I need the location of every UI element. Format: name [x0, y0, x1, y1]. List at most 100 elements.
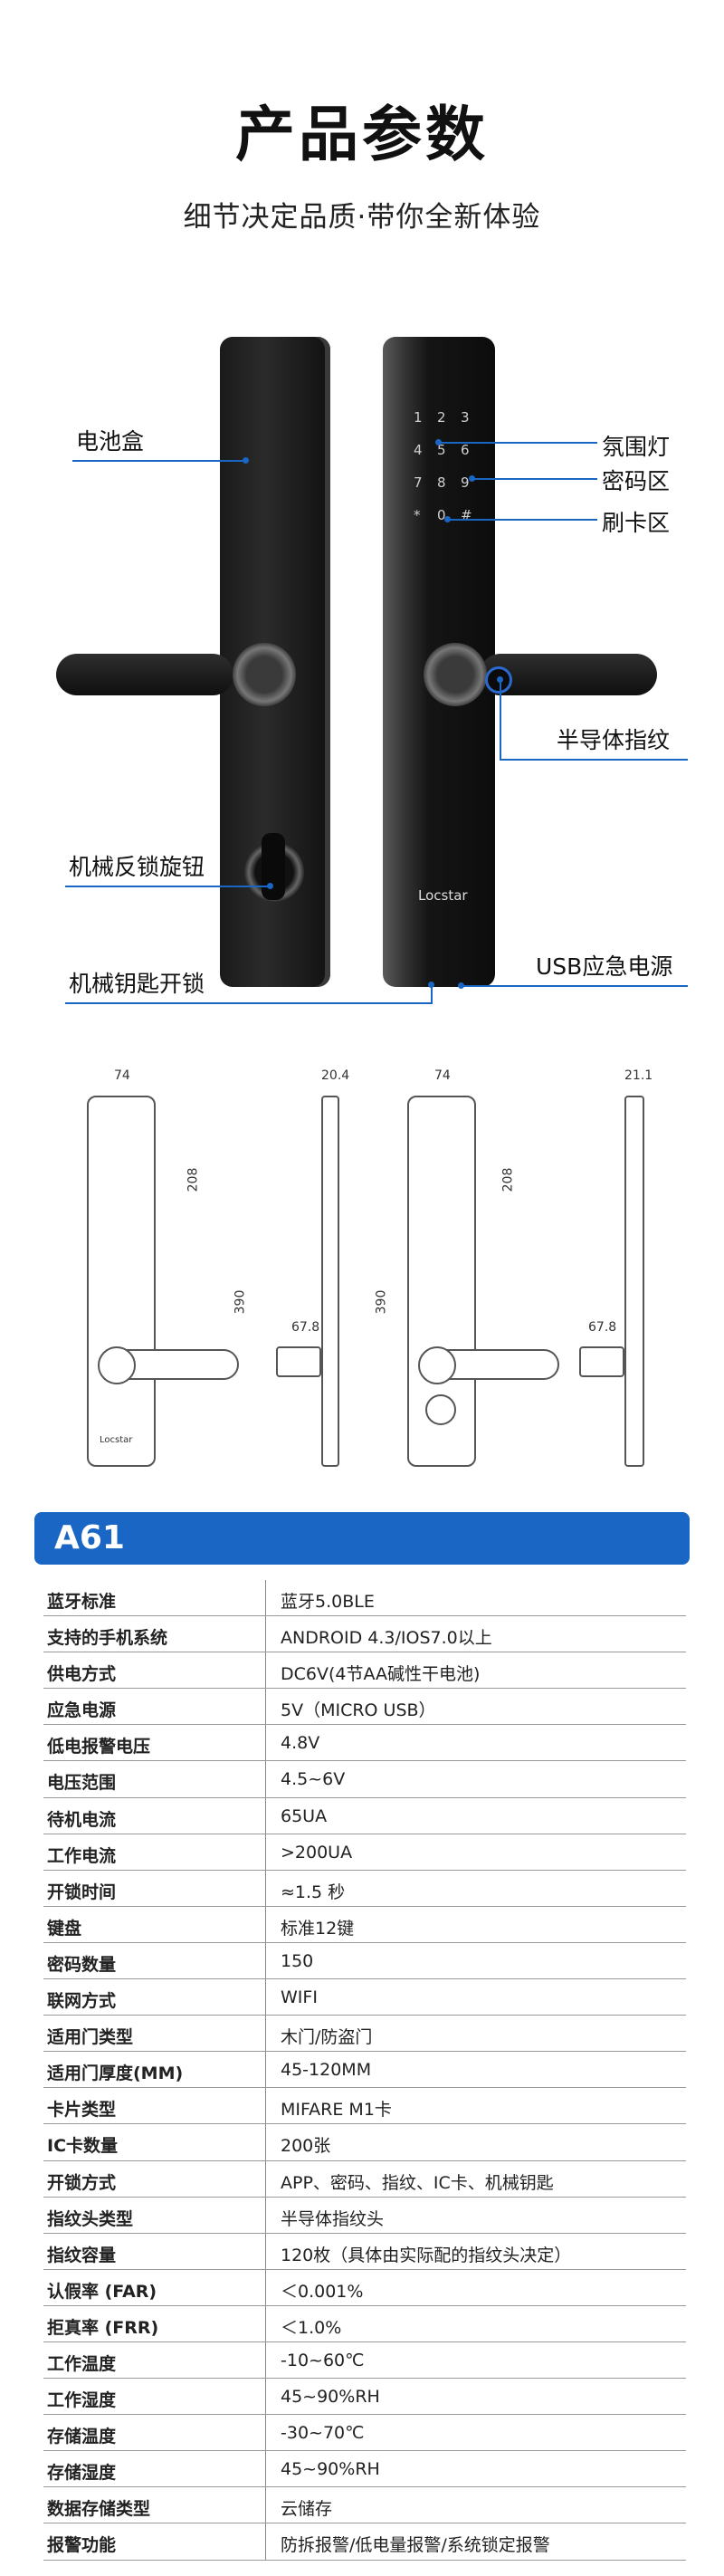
spec-key: 认假率 (FAR)	[47, 2281, 157, 2302]
callout-line	[472, 478, 597, 480]
keypad-key: 6	[461, 442, 470, 458]
spec-key: 拒真率 (FRR)	[47, 2317, 159, 2338]
dim-width-right: 74	[434, 1068, 451, 1083]
spec-value: ANDROID 4.3/IOS7.0以上	[281, 1628, 492, 1649]
spec-divider	[265, 2160, 266, 2197]
spec-key: 数据存储类型	[47, 2499, 151, 2520]
spec-value: >200UA	[281, 1842, 353, 1863]
spec-divider	[265, 1870, 266, 1906]
callout-dot	[458, 982, 464, 989]
model-name: A61	[54, 1519, 125, 1556]
spec-key: 适用门厚度(MM)	[47, 2064, 184, 2084]
dim-depth-left: 20.4	[321, 1068, 350, 1083]
callout-line	[65, 886, 269, 887]
back-view-rose	[418, 1346, 456, 1384]
dim-total-right: 390	[374, 1289, 389, 1315]
spec-divider	[265, 1942, 266, 1979]
callout-line	[448, 519, 597, 521]
callout-ambient-light: 氛围灯	[602, 434, 671, 460]
callout-line	[431, 984, 433, 1004]
spec-value: WIFI	[281, 1987, 318, 2008]
callout-line	[72, 460, 244, 462]
dim-handle-right: 67.8	[588, 1320, 617, 1335]
callout-dot	[444, 516, 451, 522]
spec-divider	[265, 1761, 266, 1797]
spec-value: 4.5~6V	[281, 1769, 346, 1790]
keypad-key: 1	[414, 409, 423, 426]
callout-dot	[428, 982, 434, 988]
front-handle-rose	[424, 643, 487, 706]
spec-value: -10~60℃	[281, 2350, 365, 2370]
spec-key: 键盘	[47, 1918, 82, 1939]
spec-divider	[265, 2124, 266, 2160]
spec-row: 键盘 标准12键	[43, 1906, 686, 1943]
callout-dot	[497, 676, 503, 683]
spec-value: 半导体指纹头	[281, 2208, 385, 2229]
spec-row: 认假率 (FAR)＜0.001%	[43, 2269, 686, 2306]
spec-value: 45~90%RH	[281, 2459, 380, 2480]
front-view-outline	[87, 1096, 156, 1467]
callout-line	[500, 679, 501, 761]
spec-divider	[265, 1689, 266, 1725]
model-banner: A61	[34, 1512, 690, 1565]
spec-value: 4.8V	[281, 1733, 320, 1754]
spec-value: 防拆报警/低电量报警/系统锁定报警	[281, 2535, 550, 2556]
dim-width-left: 74	[114, 1068, 130, 1083]
spec-row: 适用门类型木门/防盗门	[43, 2016, 686, 2053]
spec-value: 标准12键	[281, 1918, 355, 1939]
spec-key: 联网方式	[47, 1991, 117, 2012]
spec-key: 低电报警电压	[47, 1737, 151, 1757]
back-view-knob	[425, 1394, 456, 1425]
spec-key: 待机电流	[47, 1809, 117, 1830]
spec-value: -30~70℃	[281, 2423, 365, 2444]
spec-value: 65UA	[281, 1805, 328, 1826]
dim-total-left: 390	[233, 1289, 248, 1315]
spec-row: 低电报警电压 4.8V	[43, 1725, 686, 1762]
spec-key: 工作湿度	[47, 2390, 117, 2411]
spec-value: ＜1.0%	[281, 2317, 342, 2338]
spec-divider	[265, 2451, 266, 2487]
spec-value: 120枚（具体由实际配的指纹头决定）	[281, 2245, 572, 2265]
callout-line	[460, 985, 688, 987]
spec-row: 联网方式 WIFI	[43, 1979, 686, 2016]
spec-divider	[265, 2233, 266, 2269]
spec-divider	[265, 1652, 266, 1689]
callout-dot	[469, 475, 475, 482]
spec-value: 45-120MM	[281, 2060, 372, 2081]
spec-value: 蓝牙5.0BLE	[281, 1592, 375, 1612]
spec-key: 工作电流	[47, 1845, 117, 1866]
technical-drawing: 74 208 390 67.8 Locstar 20.4 74 208 390 …	[0, 1064, 724, 1480]
spec-key: 供电方式	[47, 1664, 117, 1685]
spec-divider	[265, 2088, 266, 2124]
keypad-key: #	[461, 507, 472, 523]
keypad-key: *	[414, 507, 421, 523]
spec-divider	[265, 2305, 266, 2341]
spec-key: 存储湿度	[47, 2463, 117, 2484]
spec-divider	[265, 1979, 266, 2016]
spec-value: MIFARE M1卡	[281, 2100, 392, 2121]
spec-key: 卡片类型	[47, 2100, 117, 2121]
thumb-knob-bar	[262, 833, 285, 900]
spec-divider	[265, 2523, 266, 2560]
keypad-key: 3	[461, 409, 470, 426]
side-view-handle-right	[579, 1346, 624, 1377]
callout-thumb-knob: 机械反锁旋钮	[69, 854, 205, 880]
spec-key: 工作温度	[47, 2353, 117, 2374]
spec-row: 存储湿度 45~90%RH	[43, 2451, 686, 2488]
spec-key: 密码数量	[47, 1954, 117, 1975]
spec-divider	[265, 2269, 266, 2305]
spec-row: 报警功能防拆报警/低电量报警/系统锁定报警	[43, 2523, 686, 2561]
spec-key: 开锁方式	[47, 2172, 117, 2193]
front-view-brand: Locstar	[100, 1435, 133, 1445]
spec-divider	[265, 2415, 266, 2451]
spec-divider	[265, 1580, 266, 1616]
spec-divider	[265, 2379, 266, 2415]
brand-logo: Locstar	[418, 887, 468, 904]
callout-password-area: 密码区	[602, 468, 671, 494]
